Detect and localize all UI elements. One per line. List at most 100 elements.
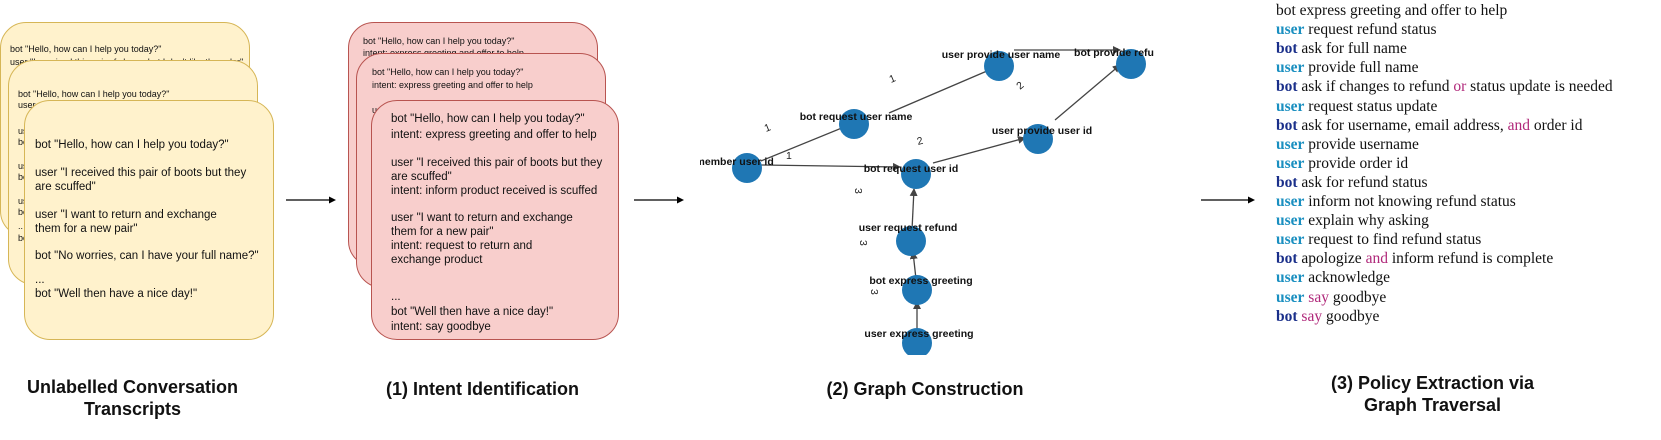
edge-label: 3 (868, 289, 880, 295)
card-line: bo (18, 233, 29, 243)
graph-edge (909, 251, 918, 280)
card-line: .. (18, 221, 24, 231)
connector-word: say (1304, 288, 1329, 306)
card-line: them for a new pair" (35, 223, 138, 235)
graph-node (1023, 124, 1053, 154)
flow-arrow-3 (1201, 196, 1255, 204)
caption-line: (3) Policy Extraction via (1330, 373, 1535, 393)
policy-line: bot ask for full name (1276, 40, 1407, 58)
policy-line: user inform not knowing refund status (1276, 193, 1516, 211)
policy-line: user request status update (1276, 98, 1437, 116)
policy-line: user explain why asking (1276, 212, 1429, 230)
intent-card-front: bot "Hello, how can I help you today?" i… (371, 100, 619, 340)
card-line: bot "Hello, how can I help you today?" (35, 139, 229, 151)
graph-node-labels: n't remember user id bot request user na… (700, 47, 1154, 340)
policy-text: order id (1529, 116, 1583, 134)
intent-graph: 1 1 1 2 2 3 3 3 n't remember user id bot… (700, 46, 1154, 355)
node-label: user provide user id (992, 125, 1092, 137)
card-line: are scuffed" (391, 171, 452, 183)
policy-text: status update is needed (1466, 78, 1613, 96)
policy-line: user request to find refund status (1276, 231, 1481, 249)
card-line: intent: express greeting and offer to he… (391, 129, 597, 141)
policy-line: user say goodbye (1276, 289, 1386, 307)
policy-text: apologize (1297, 250, 1366, 268)
graph-edge (760, 121, 855, 162)
graph-node (1116, 49, 1146, 79)
card-line: bot "Hello, how can I help you today?" (391, 113, 585, 125)
policy-text: goodbye (1322, 307, 1380, 325)
graph-node (839, 109, 869, 139)
transcript-card-front: bot "Hello, how can I help you today?" u… (24, 100, 274, 340)
card-line: bot "Hello, how can I help you today?" (10, 44, 162, 54)
card-line: user "I want to return and exchange (35, 209, 217, 221)
policy-line: bot ask if changes to refund or status u… (1276, 78, 1613, 96)
node-label: bot provide refu (1074, 47, 1154, 59)
card-line: be (18, 137, 29, 147)
caption-line: Transcripts (83, 399, 182, 419)
speaker-user: user (1276, 21, 1305, 39)
graph-edge (909, 188, 918, 231)
card-line: them for a new pair" (391, 226, 494, 238)
policy-text: acknowledge (1304, 269, 1391, 287)
caption-text: (2) Graph Construction (826, 379, 1024, 399)
policy-text: provide username (1304, 135, 1419, 153)
card-line: bot "Hello, how can I help you today?" (363, 36, 515, 46)
speaker-bot: bot (1276, 78, 1298, 96)
graph-edge (1054, 64, 1121, 121)
policy-line: bot say goodbye (1276, 308, 1379, 326)
node-label: bot request user id (864, 163, 959, 175)
graph-node (896, 226, 926, 256)
card-line: user "I received this pair of boots but … (391, 157, 603, 169)
policy-text: provide order id (1304, 154, 1409, 172)
graph-node (901, 159, 931, 189)
speaker-user: user (1276, 231, 1305, 249)
graph-edge (932, 135, 1026, 164)
node-label: n't remember user id (700, 156, 774, 168)
policy-text: inform not knowing refund status (1304, 193, 1516, 210)
graph-nodes (732, 49, 1146, 355)
speaker-bot: bot (1276, 250, 1298, 268)
card-line: exchange product (391, 254, 483, 266)
card-line: intent: express greeting and offer to he… (372, 80, 533, 90)
policy-line: user provide username (1276, 136, 1419, 154)
graph-edge (760, 162, 901, 171)
card-line: us (18, 196, 28, 206)
edge-label: 3 (857, 240, 869, 246)
policy-line: user provide full name (1276, 59, 1419, 77)
policy-line: bot apologize and inform refund is compl… (1276, 250, 1553, 268)
policy-text: ask for refund status (1297, 173, 1428, 191)
node-label: bot request user name (800, 111, 913, 123)
policy-text: ask for username, email address, (1297, 116, 1508, 134)
policy-text: request to find refund status (1304, 231, 1482, 249)
caption-line: Unlabelled Conversation (26, 377, 239, 397)
card-line: us (18, 126, 28, 136)
policy-line: user acknowledge (1276, 269, 1390, 287)
edge-label: 1 (763, 121, 773, 134)
policy-text: ask if changes to refund (1297, 78, 1454, 96)
policy-line: user provide order id (1276, 155, 1408, 173)
speaker-user: user (1276, 212, 1305, 230)
graph-node (902, 275, 932, 305)
node-label: user express greeting (864, 328, 973, 340)
card-line: us (18, 161, 28, 171)
policy-line: bot express greeting and offer to help (1276, 2, 1507, 20)
graph-node (902, 328, 932, 355)
policy-text: inform refund is complete (1387, 250, 1554, 268)
graph-edges (760, 46, 1121, 329)
graph-node (732, 153, 762, 183)
speaker-user: user (1276, 97, 1305, 115)
connector-word: or (1453, 78, 1467, 96)
policy-text: request refund status (1304, 21, 1437, 39)
caption-text: (1) Intent Identification (386, 379, 579, 399)
speaker-user: user (1276, 154, 1305, 172)
speaker-user: user (1276, 135, 1305, 153)
policy-line: bot ask for username, email address, and… (1276, 117, 1583, 135)
caption-line: Graph Traversal (1363, 395, 1502, 415)
graph-edge-labels: 1 1 1 2 2 3 3 3 (763, 72, 1027, 295)
card-line: be (18, 207, 29, 217)
card-line: be (18, 172, 29, 182)
card-line: bot "Hello, how can I help you today?" (18, 89, 170, 99)
